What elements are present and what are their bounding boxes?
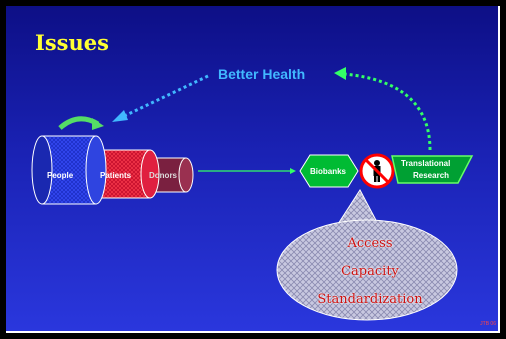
research-label: Research xyxy=(413,171,450,180)
dotted-arrowhead-blue xyxy=(112,110,128,122)
issue-standardization: Standardization xyxy=(317,292,423,307)
dotted-arrow-to-people xyxy=(119,74,209,120)
flow-arrowhead xyxy=(290,168,296,174)
no-entry-icon xyxy=(359,153,395,189)
dotted-arrowhead-green xyxy=(334,67,346,80)
translational-label: Translational xyxy=(401,159,451,168)
better-health-label: Better Health xyxy=(218,66,306,82)
dotted-arrow-to-better-health xyxy=(343,72,432,151)
issues-cloud xyxy=(276,189,458,321)
issue-access: Access xyxy=(347,236,393,251)
biobanks-label: Biobanks xyxy=(310,167,347,176)
issue-capacity: Capacity xyxy=(341,264,399,279)
people-label: People xyxy=(47,171,74,180)
translational-research-box xyxy=(391,155,474,184)
patients-label: Patients xyxy=(100,171,132,180)
people-cylinder xyxy=(31,135,107,205)
biobanks-hexagon xyxy=(299,154,359,188)
cycle-arrowhead-top xyxy=(92,118,104,130)
footer-code: JTB 06 xyxy=(480,321,496,327)
donors-label: Donors xyxy=(149,171,177,180)
slide-title: Issues xyxy=(35,30,109,55)
